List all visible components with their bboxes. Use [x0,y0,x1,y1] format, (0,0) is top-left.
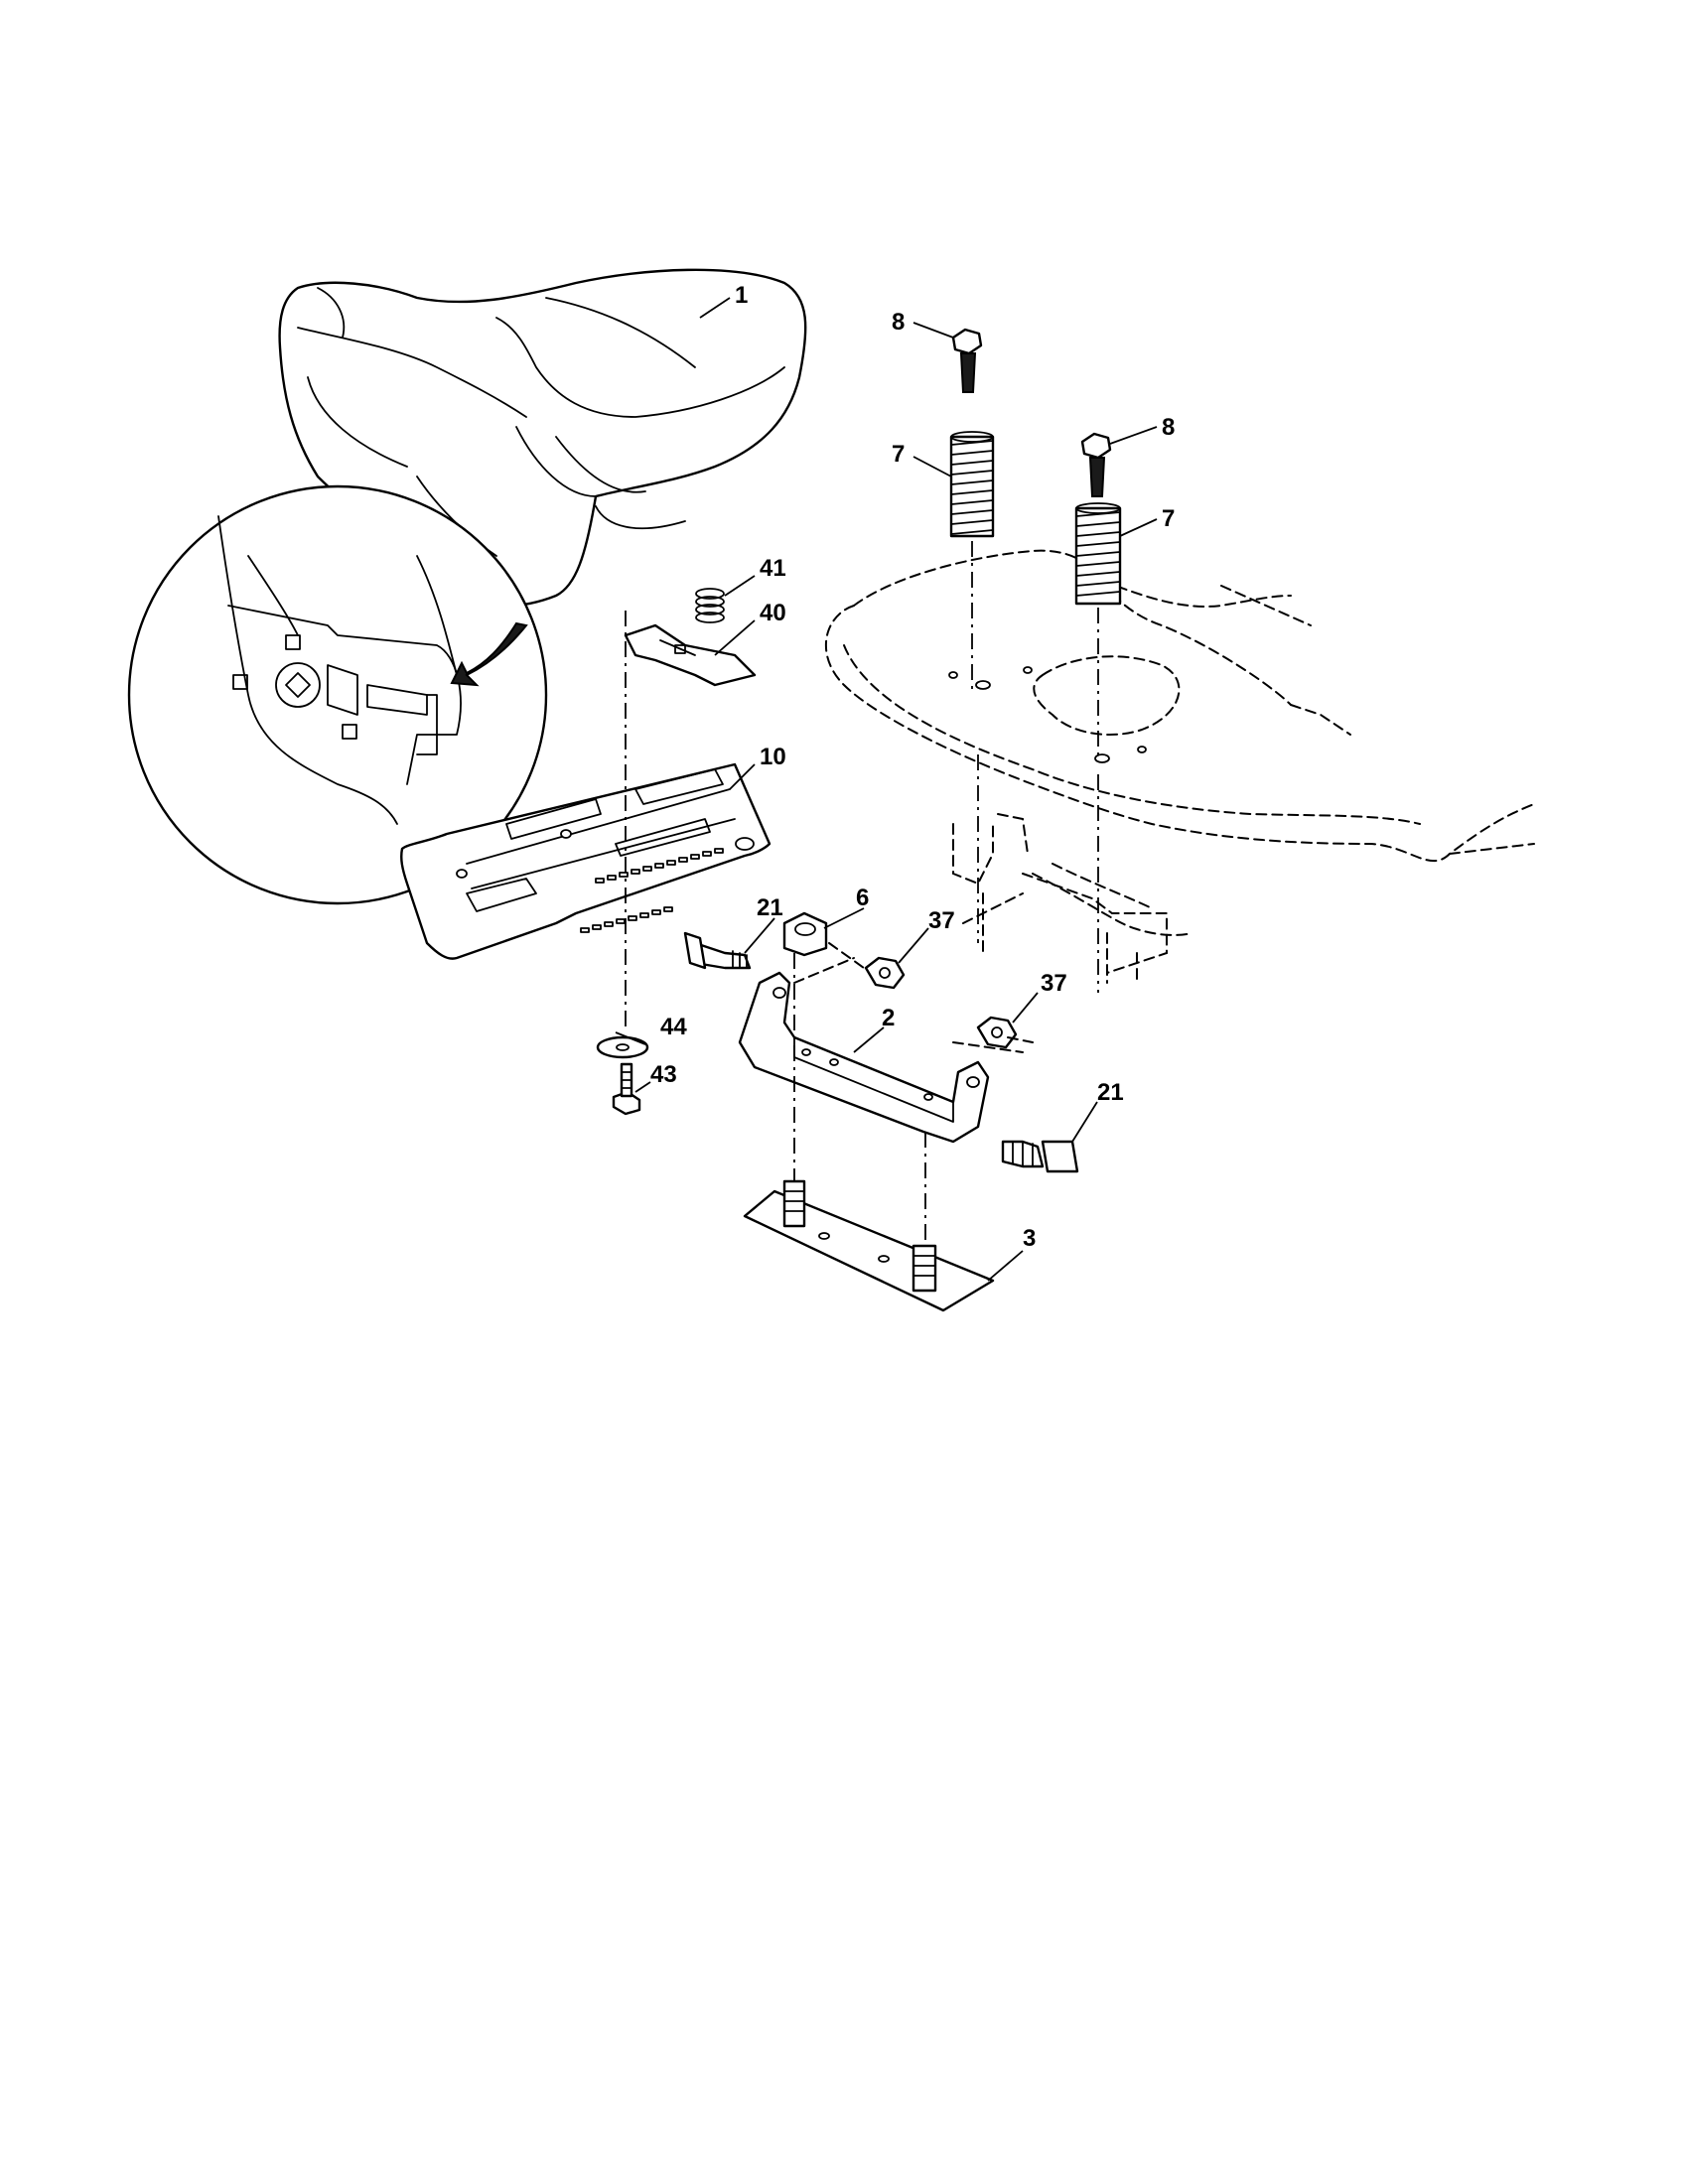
pivot-bracket [738,971,990,1144]
callout-pivot-bracket: 2 [882,1005,895,1031]
callout-spring-clip-bracket: 40 [760,600,786,626]
tractor-frame-outline [825,549,1535,984]
mounting-plate [743,1179,995,1312]
callout-bolt-right: 8 [1162,414,1175,441]
seat-pan [400,762,772,960]
curved-arrow-icon [450,621,528,687]
callout-small-spring: 41 [760,555,786,582]
callout-shoulder-bolt-right: 21 [1097,1079,1124,1106]
callout-washer: 44 [660,1014,687,1040]
small-spring [695,588,725,623]
bolt-left [951,328,983,393]
assembly-axis-lines [625,541,1099,1241]
lock-nut [782,911,828,957]
adjustment-slots [580,848,724,933]
callout-bolt-left: 8 [892,309,905,336]
bolt-right [1080,432,1112,497]
callout-lock-nut: 6 [856,885,869,911]
callout-seat-pan: 10 [760,744,786,770]
callout-labels: 1 8 8 7 7 41 40 10 21 6 37 37 2 21 44 43… [650,282,1175,1252]
callout-mounting-plate: 3 [1023,1225,1036,1252]
hex-nut-upper [864,956,906,990]
shoulder-bolt-left [683,931,752,970]
spring-right [1074,502,1122,606]
shoulder-bolt-right [1001,1140,1079,1173]
spring-clip-bracket [624,623,757,687]
leader-lines [615,297,1158,1282]
spring-left [949,431,995,538]
callout-hex-nut-upper: 37 [928,907,955,934]
washer [596,1035,649,1059]
callout-spring-right: 7 [1162,505,1175,532]
callout-spring-left: 7 [892,441,905,468]
callout-hex-nut-lower: 37 [1041,970,1067,997]
hex-nut-lower [976,1016,1018,1049]
callout-seat: 1 [735,282,748,309]
callout-shoulder-bolt-left: 21 [757,894,783,921]
detail-inset [127,484,548,905]
screw [612,1062,641,1116]
callout-screw: 43 [650,1061,677,1088]
